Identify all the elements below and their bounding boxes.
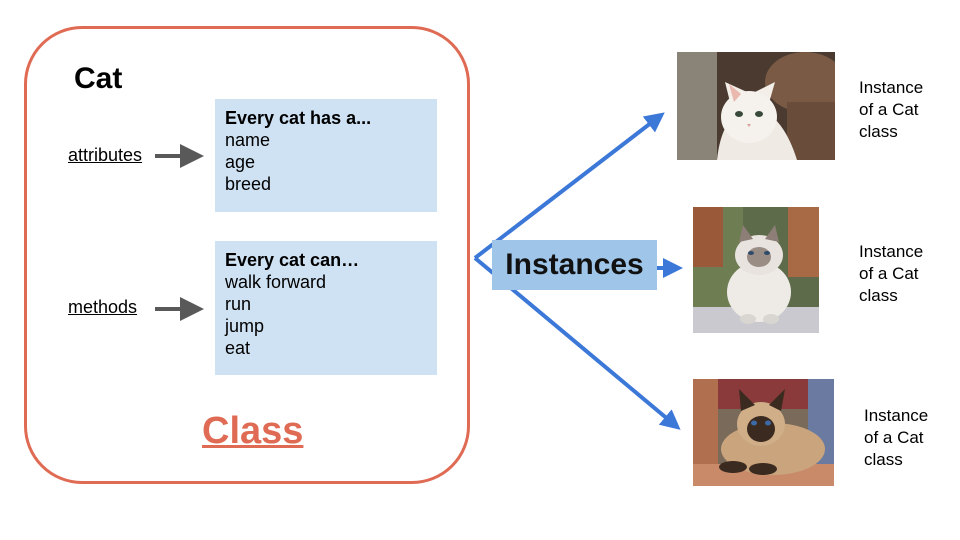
attribute-item: age	[225, 152, 256, 172]
caption-line: of a Cat	[859, 264, 919, 283]
caption-line: of a Cat	[859, 100, 919, 119]
caption-line: of a Cat	[864, 428, 924, 447]
class-container	[24, 26, 470, 484]
attributes-header: Every cat has a...	[225, 108, 372, 128]
caption-line: Instance	[859, 242, 924, 261]
attribute-item: breed	[225, 174, 272, 194]
method-item: run	[225, 294, 252, 314]
caption-line: Instance	[864, 406, 929, 425]
method-item: eat	[225, 338, 251, 358]
method-item: walk forward	[225, 272, 327, 292]
methods-header: Every cat can…	[225, 250, 360, 270]
instance-caption-1: Instance of a Cat class	[859, 77, 949, 143]
class-label: Class	[202, 410, 304, 452]
caption-line: Instance	[859, 78, 924, 97]
class-title: Cat	[74, 62, 123, 95]
method-item: jump	[225, 316, 265, 336]
white-cat-photo	[677, 52, 835, 160]
instances-label: Instances	[492, 240, 657, 290]
attribute-item: name	[225, 130, 271, 150]
attributes-label: attributes	[68, 145, 143, 165]
attributes-box: Every cat has a... name age breed	[215, 99, 437, 212]
methods-box: Every cat can… walk forward run jump eat	[215, 241, 437, 375]
caption-line: class	[859, 122, 898, 141]
instance-caption-3: Instance of a Cat class	[864, 405, 954, 471]
caption-line: class	[859, 286, 898, 305]
instance-arrow-top	[473, 112, 665, 260]
caption-line: class	[864, 450, 903, 469]
instance-caption-2: Instance of a Cat class	[859, 241, 949, 307]
siamese-cat-photo	[693, 379, 834, 486]
methods-label: methods	[68, 297, 138, 317]
fluffy-cat-photo	[693, 207, 819, 333]
